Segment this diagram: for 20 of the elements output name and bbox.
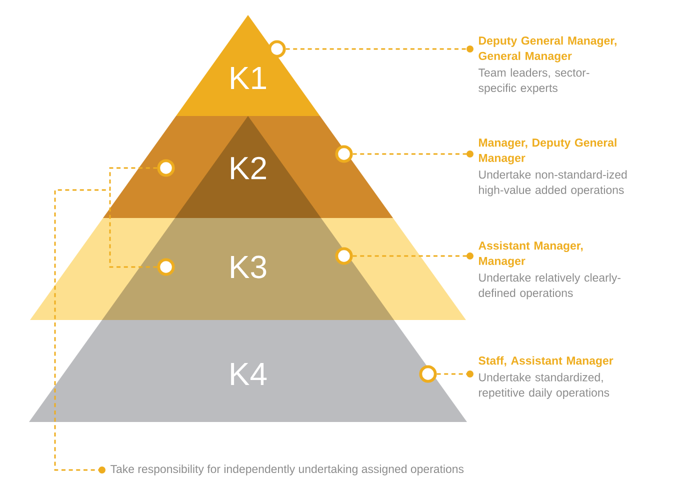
pyramid-layer: K3 bbox=[30, 218, 466, 320]
role-description: Deputy General Manager, General Manager Team leaders, sector-specific experts bbox=[478, 36, 616, 94]
pyramid-layer: K1 bbox=[176, 15, 320, 116]
connector-line bbox=[286, 46, 474, 52]
connector-line bbox=[436, 370, 474, 378]
marker-circle bbox=[335, 247, 353, 265]
connector-line bbox=[352, 150, 474, 158]
marker-circle bbox=[157, 159, 175, 177]
role-description: Manager, Deputy General Manager Undertake non-standard-ized high-value added operations bbox=[479, 138, 627, 196]
note-text: Take responsibility for independently undertaking assigned operations bbox=[110, 464, 464, 476]
role-description: Staff, Assistant Manager Undertake standardized, repetitive daily operations bbox=[478, 356, 614, 399]
marker-circle bbox=[419, 365, 437, 383]
pyramid-layer: K4 bbox=[29, 320, 467, 422]
connector-line bbox=[54, 167, 158, 474]
pyramid-layer: K2 bbox=[103, 116, 393, 218]
role-description: Assistant Manager, Manager Undertake relatively clearly-defined operations bbox=[478, 241, 620, 300]
marker-circle bbox=[268, 40, 286, 58]
marker-circle bbox=[157, 258, 175, 276]
marker-circle bbox=[335, 145, 353, 163]
connector-line bbox=[352, 252, 474, 260]
